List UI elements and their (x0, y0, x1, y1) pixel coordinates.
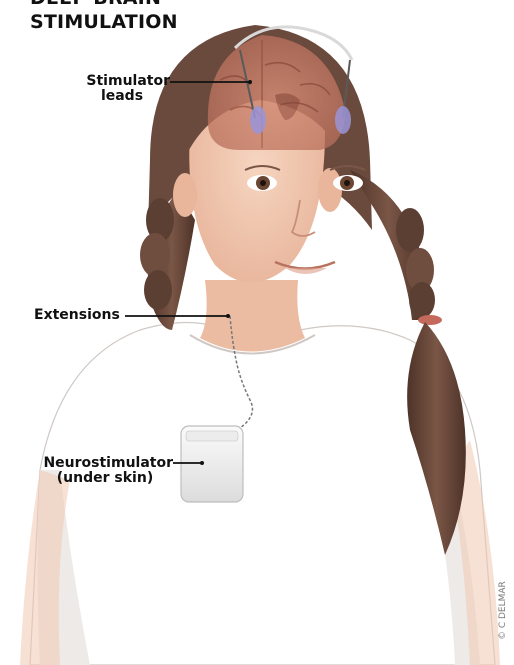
label-leads-line-2: leads (74, 89, 170, 104)
right-electrode (335, 106, 351, 134)
left-electrode (250, 106, 266, 134)
extensions-pointer-dot (226, 314, 230, 318)
label-neuro-line-1: Neurostimulator (37, 456, 173, 471)
right-ear (318, 168, 342, 212)
label-stimulator-leads: Stimulator leads (74, 74, 170, 104)
left-ear (173, 173, 197, 217)
label-extensions: Extensions (34, 308, 120, 323)
label-neurostimulator: Neurostimulator (under skin) (37, 456, 173, 486)
neurostimulator-device (181, 426, 243, 502)
neurostimulator-pointer-dot (200, 461, 204, 465)
leads-pointer-dot (248, 80, 252, 84)
label-neuro-line-2: (under skin) (37, 471, 173, 486)
label-leads-line-1: Stimulator (74, 74, 170, 89)
copyright-credit: © C DELMAR (498, 581, 508, 640)
lower-lip (285, 268, 327, 274)
